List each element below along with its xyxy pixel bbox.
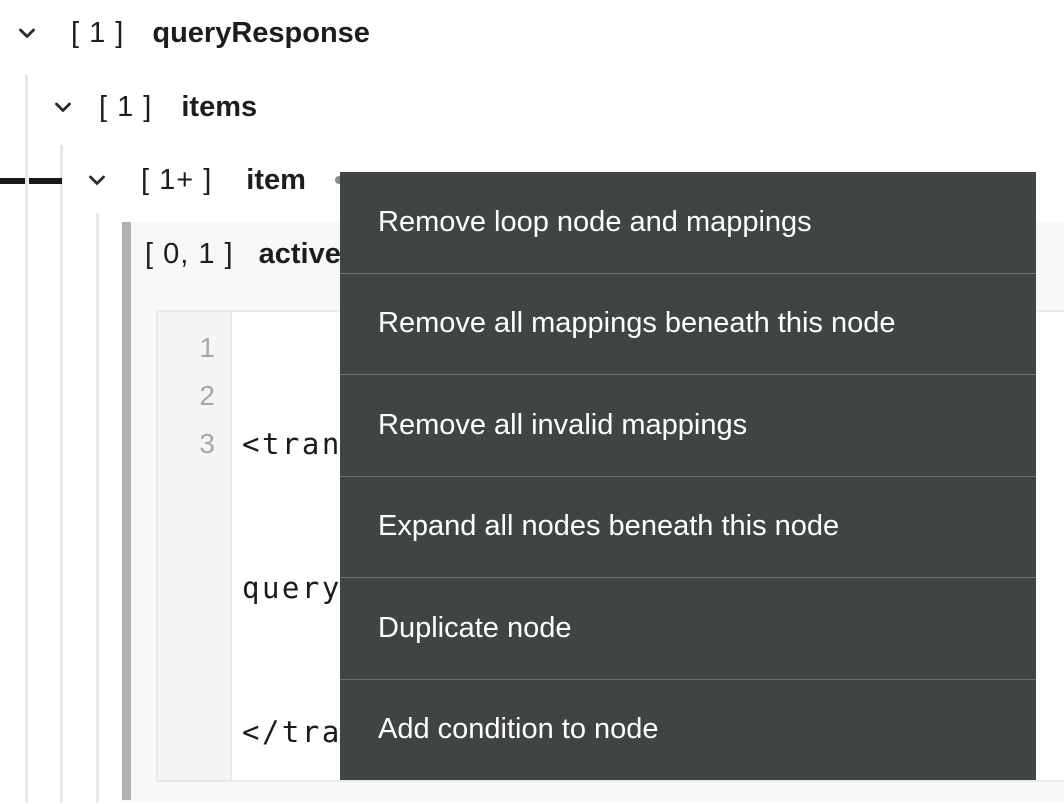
node-cardinality: [ 0, 1 ]: [145, 237, 234, 270]
node-name: item: [246, 163, 306, 196]
context-menu-item-expand-all-nodes[interactable]: Expand all nodes beneath this node: [340, 475, 1036, 578]
node-name: active: [258, 237, 341, 270]
line-number-gutter: 1 2 3: [158, 312, 232, 780]
context-menu-item-remove-invalid-mappings[interactable]: Remove all invalid mappings: [340, 374, 1036, 476]
code-line: <tran: [242, 427, 342, 461]
node-name: queryResponse: [152, 16, 370, 49]
tree-node-items[interactable]: [ 1 ] items: [50, 89, 257, 125]
mapping-connector-line: [0, 178, 25, 184]
line-number: 3: [199, 428, 215, 459]
node-name: items: [181, 90, 258, 123]
line-number: 2: [199, 380, 215, 411]
context-menu-item-add-condition[interactable]: Add condition to node: [340, 678, 1036, 781]
chevron-down-icon[interactable]: [14, 20, 40, 46]
context-menu-item-remove-loop-node[interactable]: Remove loop node and mappings: [378, 205, 812, 238]
line-number: 1: [199, 332, 215, 363]
tree-node-active[interactable]: [ 0, 1 ] active: [145, 236, 341, 272]
context-menu-item-duplicate-node[interactable]: Duplicate node: [340, 577, 1036, 679]
mapping-connector-line: [29, 178, 62, 184]
node-cardinality: [ 1 ]: [71, 16, 125, 49]
chevron-down-icon[interactable]: [50, 94, 76, 120]
node-cardinality: [ 1 ]: [99, 90, 153, 123]
tree-node-item[interactable]: [ 1+ ] item: [84, 162, 367, 198]
context-menu-item-remove-all-mappings-beneath[interactable]: Remove all mappings beneath this node: [340, 272, 1036, 375]
context-menu: Remove loop node and mappings Remove all…: [340, 172, 1036, 780]
tree-node-queryresponse[interactable]: [ 1 ] queryResponse: [14, 15, 370, 51]
code-line: query: [242, 571, 342, 605]
tree-guide-line: [96, 213, 99, 802]
code-line: </tra: [242, 715, 342, 749]
chevron-down-icon[interactable]: [84, 167, 110, 193]
node-cardinality: [ 1+ ]: [141, 163, 213, 196]
code-content[interactable]: <tran query </tra: [232, 312, 402, 780]
tree-guide-line: [60, 145, 63, 802]
tree-guide-line: [25, 75, 28, 802]
panel-scrollbar[interactable]: [122, 222, 131, 800]
